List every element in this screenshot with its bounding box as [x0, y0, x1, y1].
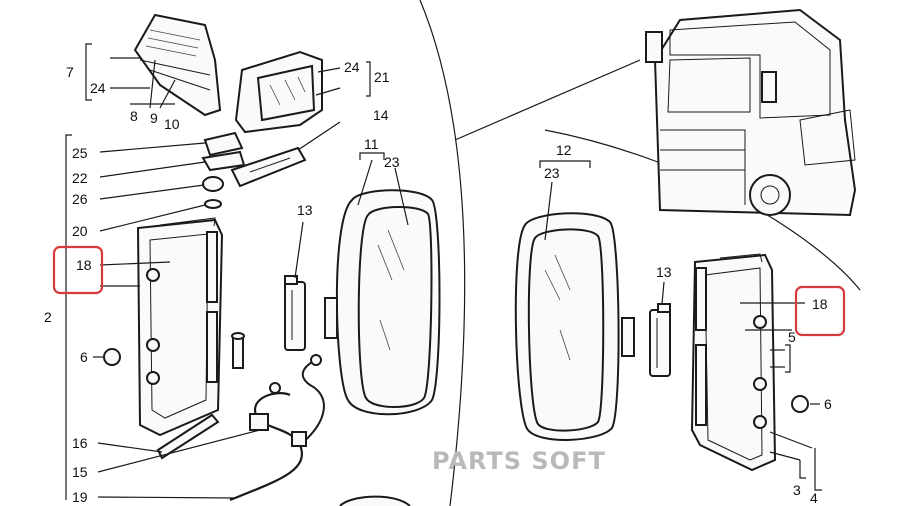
label-13-left: 13	[297, 202, 313, 218]
label-14: 14	[373, 107, 389, 123]
part-clip-14	[230, 146, 307, 188]
part-nut-right-6	[791, 395, 809, 413]
label-7: 7	[66, 64, 74, 80]
label-13-right: 13	[656, 264, 672, 280]
label-8: 8	[130, 108, 138, 124]
part-small-mirror-21	[234, 50, 323, 134]
truck-mirror-left	[645, 31, 663, 63]
bracket-3	[799, 460, 806, 479]
label-6-left: 6	[80, 349, 88, 365]
truck-leader-left	[454, 59, 641, 141]
highlight-box-18-right	[794, 285, 846, 337]
label-20: 20	[72, 223, 88, 239]
truck-wheel	[749, 174, 791, 216]
part-frame-left-18	[136, 217, 224, 437]
divider-curve	[419, 0, 466, 506]
label-24-top: 24	[90, 80, 106, 96]
part-bottom-dish	[339, 495, 411, 506]
label-4: 4	[810, 490, 818, 506]
bracket-12	[539, 160, 591, 168]
label-25: 25	[72, 145, 88, 161]
label-2: 2	[44, 309, 52, 325]
label-18-right: 18	[812, 296, 828, 312]
label-19: 19	[72, 489, 88, 505]
truck-illustration	[645, 8, 857, 217]
label-3: 3	[793, 482, 801, 498]
bracket-2	[65, 134, 72, 500]
label-5: 5	[788, 329, 796, 345]
bracket-4	[814, 448, 822, 491]
part-stack-25-22-26-20	[201, 131, 246, 209]
label-21: 21	[374, 69, 390, 85]
bracket-5	[785, 344, 791, 373]
part-mirror-head-11	[324, 189, 441, 416]
part-mirror-head-12	[514, 212, 635, 441]
label-23-right: 23	[544, 165, 560, 181]
label-6-right: 6	[824, 396, 832, 412]
label-9: 9	[150, 110, 158, 126]
part-sleeve	[232, 335, 244, 369]
truck-mirror-right	[761, 71, 777, 103]
part-nut-left-6	[103, 348, 121, 366]
watermark: PARTS SOFT	[432, 447, 606, 475]
bracket-7	[85, 43, 92, 101]
label-16: 16	[72, 435, 88, 451]
label-23-left: 23	[384, 154, 400, 170]
part-housing-7	[133, 13, 222, 117]
part-rod	[206, 231, 218, 303]
part-wiring-harness	[229, 354, 325, 502]
label-10: 10	[164, 116, 180, 132]
label-22: 22	[72, 170, 88, 186]
label-11: 11	[364, 136, 379, 152]
label-26: 26	[72, 191, 88, 207]
label-12: 12	[556, 142, 572, 158]
part-module-right-13	[649, 303, 671, 377]
highlight-box-18-left	[52, 245, 104, 295]
bracket-11	[359, 152, 385, 160]
label-18-left: 18	[76, 257, 92, 273]
label-24-mirror: 24	[344, 59, 360, 75]
label-15: 15	[72, 464, 88, 480]
part-module-left-13	[284, 275, 306, 351]
part-frame-right-18	[690, 253, 777, 472]
